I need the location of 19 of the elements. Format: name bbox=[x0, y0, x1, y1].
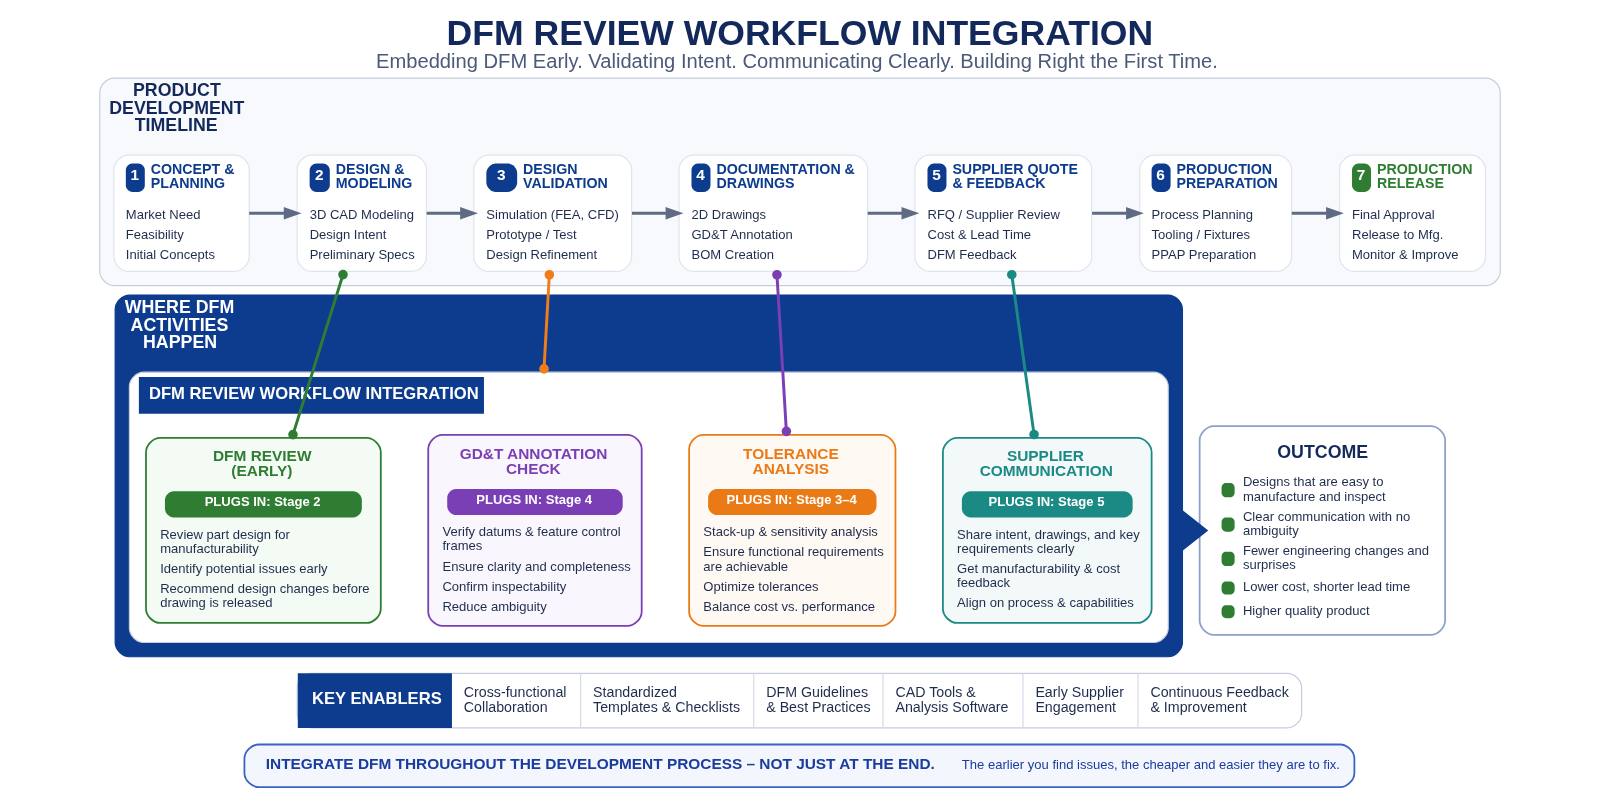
diagram-title: DFM REVIEW WORKFLOW INTEGRATION bbox=[446, 12, 1154, 53]
arrow bbox=[426, 207, 478, 220]
arrow bbox=[867, 207, 920, 220]
node-box: 3 DESIGN VALIDATION Simulation (FEA, CFD) Prototype / Test Design Refinement bbox=[473, 154, 633, 272]
arrow bbox=[1092, 207, 1144, 220]
connector bbox=[772, 269, 792, 437]
node-box: TOLERANCE ANALYSIS PLUGS IN: Stage 3–4 Stack-up & sensitivity analysis Ensure functional requirements are achievable Optimize tolerances Balance cost vs. performance bbox=[688, 434, 897, 627]
connector bbox=[539, 269, 555, 374]
arrow bbox=[249, 207, 302, 220]
connector bbox=[1007, 269, 1039, 440]
node-box: INTEGRATE DFM THROUGHOUT THE DEVELOPMENT PROCESS – NOT JUST AT THE END. The earlier you find issues, the cheaper and easier they are to fix. bbox=[243, 743, 1356, 789]
node-box: SUPPLIER COMMUNICATION PLUGS IN: Stage 5 Share intent, drawings, and key requirements clearly Get manufacturability & cost feedback Align on process & capabilities bbox=[942, 437, 1153, 624]
node-box: OUTCOME Designs that are easy to manufacture and inspect Clear communication with no ambiguity Fewer engineering changes and surprises Lower cost, shorter lead time Higher quality product bbox=[1198, 425, 1446, 636]
arrow bbox=[632, 207, 684, 220]
connector bbox=[288, 269, 348, 440]
caption: Embedding DFM Early. Validating Intent. Communicating Clearly. Building Right the First Time. bbox=[376, 50, 1218, 73]
arrow bbox=[1291, 207, 1344, 220]
node-box: GD&T ANNOTATION CHECK PLUGS IN: Stage 4 Verify datums & feature control frames Ensure clarity and completeness Confirm inspectability Reduce ambiguity bbox=[427, 434, 643, 627]
node-box: DFM REVIEW (EARLY) PLUGS IN: Stage 2 Review part design for manufacturability Identify potential issues early Recommend design changes before drawing is released bbox=[145, 437, 382, 624]
